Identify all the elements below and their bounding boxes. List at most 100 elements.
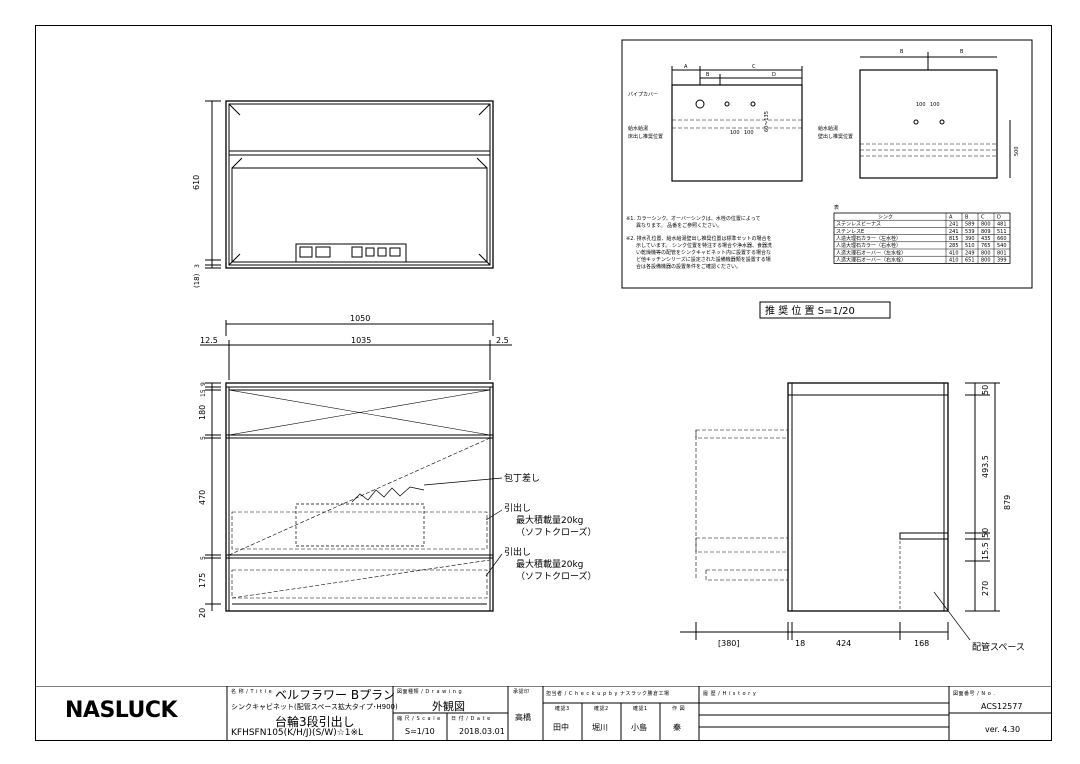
table-cell: 285 — [949, 243, 959, 249]
table-cell: 人造大理石オーバー（左水栓） — [836, 249, 906, 256]
rec-right-spacing-2: 100 — [930, 102, 940, 108]
dim-470: 470 — [198, 490, 207, 505]
checker-1-name: 小島 — [631, 723, 647, 732]
dim-20: 20 — [198, 608, 207, 618]
note-line-3: ※2. 排水孔位置、給水給湯壁出し推奨位置は標準セットの場合を — [626, 235, 772, 242]
table-header-cell: シンク — [878, 214, 893, 220]
table-cell: 765 — [981, 243, 991, 249]
rec-dim-C: C — [752, 64, 756, 70]
dim-12-5: 12.5 — [200, 336, 218, 345]
recommended-position-box — [621, 39, 1033, 289]
note-line-1: ※1. カラーシンク、オーバーシンクは、水栓の位置によって — [626, 215, 760, 222]
table-cell: 801 — [997, 250, 1007, 256]
checker-3-name: 田中 — [553, 723, 569, 732]
title-field-label: 名 称 / T i t l e — [231, 689, 273, 695]
product-name: 台輪3段引出し — [275, 715, 355, 729]
version: ver. 4.30 — [985, 725, 1021, 734]
product-model: KFHSFN105(K/H/J)(S/W)☆1※L — [231, 728, 364, 738]
product-series-title: ベルフラワー Bプラン — [275, 688, 396, 702]
table-cell: ステンレスE — [836, 229, 864, 235]
scale-value: S=1/10 — [405, 727, 435, 736]
drawer2-softclose: （ソフトクローズ） — [516, 570, 597, 582]
note-line-4: 示しています。 シンク位置を特注する場合や浄水器、食器洗 — [626, 242, 772, 249]
floor-water-label2: 床出し推奨位置 — [628, 133, 663, 140]
rec-dim-D: D — [772, 72, 776, 78]
top-view — [205, 100, 494, 269]
table-cell: ステンレスビーナス — [836, 221, 881, 228]
rec-dim-B-right2: B — [960, 49, 964, 55]
drawer2-load: 最大積載量20kg — [516, 558, 583, 570]
table-cell: 人造大理石オーバー（右水栓） — [836, 257, 906, 264]
wall-water-label: 給水給湯 — [818, 125, 838, 132]
drawing-number-label: 図面番号 / N o . — [953, 691, 996, 697]
table-cell: 809 — [981, 229, 991, 235]
dim-180: 180 — [198, 405, 207, 420]
recommended-title: 推 奨 位 置 S=1/20 — [765, 304, 855, 317]
knife-holder-label: 包丁差し — [504, 472, 540, 484]
rec-right-spacing-1: 100 — [916, 102, 926, 108]
drawing-number: ACS12577 — [981, 702, 1023, 711]
dim-50b: 50 — [981, 528, 990, 538]
dim-175: 175 — [198, 573, 207, 588]
dim-168: 168 — [914, 639, 929, 648]
table-cell: 241 — [949, 222, 959, 228]
table-cell: 589 — [965, 222, 975, 228]
drawer1-load: 最大積載量20kg — [516, 514, 583, 526]
dim-879: 879 — [1003, 495, 1012, 510]
front-view — [200, 320, 512, 612]
dim-1050: 1050 — [350, 314, 370, 323]
drawing-field-label: 図面種類 / D r a w i n g — [397, 689, 463, 695]
dim-2-5: 2.5 — [496, 336, 509, 345]
scale-field-label: 縮 尺 / S c a l e — [397, 716, 441, 722]
dim-610: 610 — [192, 175, 201, 190]
date-value: 2018.03.01 — [459, 727, 505, 736]
table-cell: 800 — [981, 222, 991, 228]
nasluck-logo: NASLUCK — [65, 698, 178, 723]
drawer2-label: 引出し — [504, 546, 531, 558]
dim-5b: 5 — [200, 556, 207, 560]
table-header-cell: B — [965, 214, 969, 220]
dim-50a: 50 — [981, 385, 990, 395]
recommended-title-frame — [759, 301, 891, 319]
drawing-type: 外観図 — [432, 700, 465, 713]
dim-424: 424 — [836, 639, 851, 648]
date-field-label: 日 付 / D a t e — [451, 716, 491, 722]
floor-water-label: 給水給湯 — [628, 125, 648, 132]
table-cell: 540 — [997, 243, 1007, 249]
rec-dim-A: A — [684, 64, 688, 70]
table-cell: 510 — [965, 243, 975, 249]
checker-2-name: 堀川 — [592, 723, 608, 732]
dim-3: 3 — [194, 264, 201, 268]
side-view — [680, 382, 1000, 641]
table-cell: 800 — [981, 250, 991, 256]
table-cell: 651 — [965, 258, 975, 264]
drawer1-softclose: （ソフトクローズ） — [516, 526, 597, 538]
piping-space-label: 配管スペース — [972, 641, 1025, 653]
table-frame — [833, 212, 1011, 264]
table-header-cell: D — [997, 214, 1001, 220]
dim-15: 15 — [200, 389, 207, 397]
dim-5a: 5 — [200, 436, 207, 440]
approver-name: 高橋 — [515, 713, 531, 722]
table-cell: 410 — [949, 250, 959, 256]
table-cell: 249 — [965, 250, 975, 256]
drafter-name: 秦 — [673, 723, 681, 732]
dim-9: 9 — [200, 382, 207, 386]
history-label: 履 歴 / H i s t o r y — [703, 691, 757, 697]
title-block-grid — [35, 686, 1052, 741]
check-header-2: 確認2 — [594, 706, 609, 712]
check-field-label: 担当者 / C h e c k u p b y ナスラック勝倉工場 — [546, 691, 670, 697]
table-cell: 539 — [965, 229, 975, 235]
table-cell: 人造大理石カラー（左水栓） — [836, 235, 901, 242]
rec-spacing-1: 100 — [730, 130, 740, 136]
dim-18: (18) — [193, 273, 201, 288]
table-header-cell: A — [949, 214, 953, 220]
approval-label: 承認印 — [513, 689, 530, 695]
dim-15-5: 15.5 — [981, 542, 990, 560]
table-cell: 435 — [981, 236, 991, 242]
note-line-6: ど他キッチンシリーズに設定された設備機器類を設置する場 — [626, 256, 771, 263]
rec-height-500: 500 — [1014, 146, 1020, 156]
table-cell: 511 — [997, 229, 1007, 235]
table-cell: 660 — [997, 236, 1007, 242]
